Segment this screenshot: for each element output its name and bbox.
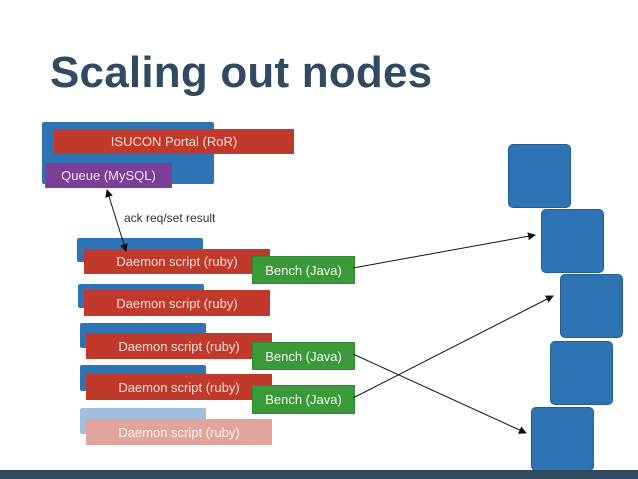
daemon-label-1: Daemon script (ruby) — [116, 254, 238, 269]
daemon-box-4: Daemon script (ruby) — [86, 374, 272, 400]
bench-label-2: Bench (Java) — [265, 348, 342, 364]
target-node-1 — [508, 144, 571, 208]
target-node-3 — [560, 274, 623, 338]
bench-box-1: Bench (Java) — [252, 256, 355, 284]
ack-arrow — [105, 189, 128, 252]
daemon-box-1: Daemon script (ruby) — [84, 249, 270, 274]
daemon-label-4: Daemon script (ruby) — [118, 379, 240, 395]
target-node-2 — [541, 209, 604, 273]
daemon-label-3: Daemon script (ruby) — [118, 338, 240, 354]
footer-bar — [0, 470, 638, 479]
daemon-box-3: Daemon script (ruby) — [86, 333, 272, 359]
bench-box-2: Bench (Java) — [252, 342, 355, 370]
bench-label-3: Bench (Java) — [265, 392, 342, 407]
bench-label-1: Bench (Java) — [265, 262, 342, 278]
queue-label: Queue (MySQL) — [61, 168, 156, 183]
daemon-box-5: Daemon script (ruby) — [86, 419, 272, 445]
target-node-5 — [531, 407, 594, 471]
daemon-box-2: Daemon script (ruby) — [84, 290, 270, 316]
target-node-4 — [550, 341, 613, 405]
daemon-label-5: Daemon script (ruby) — [118, 424, 240, 440]
daemon-host-5 — [80, 408, 206, 434]
portal-label: ISUCON Portal (RoR) — [110, 134, 238, 149]
bench-box-3: Bench (Java) — [252, 385, 355, 414]
bench-arrow-3 — [352, 295, 554, 399]
slide-title: Scaling out nodes — [50, 48, 433, 97]
bench-arrow-1 — [352, 232, 536, 269]
portal-box: ISUCON Portal (RoR) — [54, 129, 294, 154]
daemon-label-2: Daemon script (ruby) — [116, 295, 238, 311]
queue-box: Queue (MySQL) — [45, 163, 172, 188]
ack-note: ack req/set result — [124, 211, 216, 225]
bench-arrow-2 — [352, 353, 527, 434]
